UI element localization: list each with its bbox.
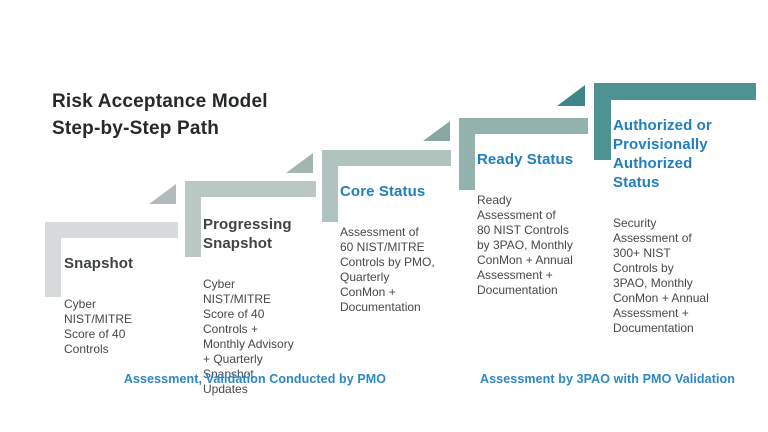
step-content: Ready Status Ready Assessment of 80 NIST…	[477, 132, 605, 316]
step-bracket-shape	[594, 83, 756, 160]
step-content: Core Status Assessment of 60 NIST/MITRE …	[340, 164, 464, 333]
step-bracket-shape	[45, 222, 178, 297]
step-description: Cyber NIST/MITRE Score of 40 Controls	[64, 297, 132, 356]
step-up-arrow-icon	[149, 184, 176, 204]
footnote-pmo: Assessment, Validation Conducted by PMO	[123, 372, 387, 386]
step-title: Authorized or Provisionally Authorized S…	[613, 117, 712, 191]
step-title: Progressing Snapshot	[203, 216, 292, 252]
step-bracket-shape	[185, 181, 316, 257]
step-description: Ready Assessment of 80 NIST Controls by …	[477, 193, 573, 297]
step-description: Cyber NIST/MITRE Score of 40 Controls + …	[203, 277, 294, 396]
step-description: Assessment of 60 NIST/MITRE Controls by …	[340, 225, 435, 314]
step-bracket-shape	[459, 118, 588, 190]
step-title: Snapshot	[64, 255, 134, 272]
step-content: Progressing Snapshot Cyber NIST/MITRE Sc…	[203, 197, 327, 415]
page-title: Risk Acceptance Model Step-by-Step Path	[52, 91, 268, 139]
step-up-arrow-icon	[423, 121, 450, 141]
step-up-arrow-icon	[557, 85, 585, 106]
step-title: Ready Status	[477, 151, 574, 168]
step-bracket-shape	[322, 150, 451, 222]
step-content: Snapshot Cyber NIST/MITRE Score of 40 Co…	[64, 236, 176, 375]
step-content: Authorized or Provisionally Authorized S…	[613, 98, 749, 354]
step-title: Core Status	[340, 183, 426, 200]
step-up-arrow-icon	[286, 153, 313, 173]
step-description: Security Assessment of 300+ NIST Control…	[613, 216, 709, 335]
footnote-3pao: Assessment by 3PAO with PMO Validation	[479, 372, 736, 386]
